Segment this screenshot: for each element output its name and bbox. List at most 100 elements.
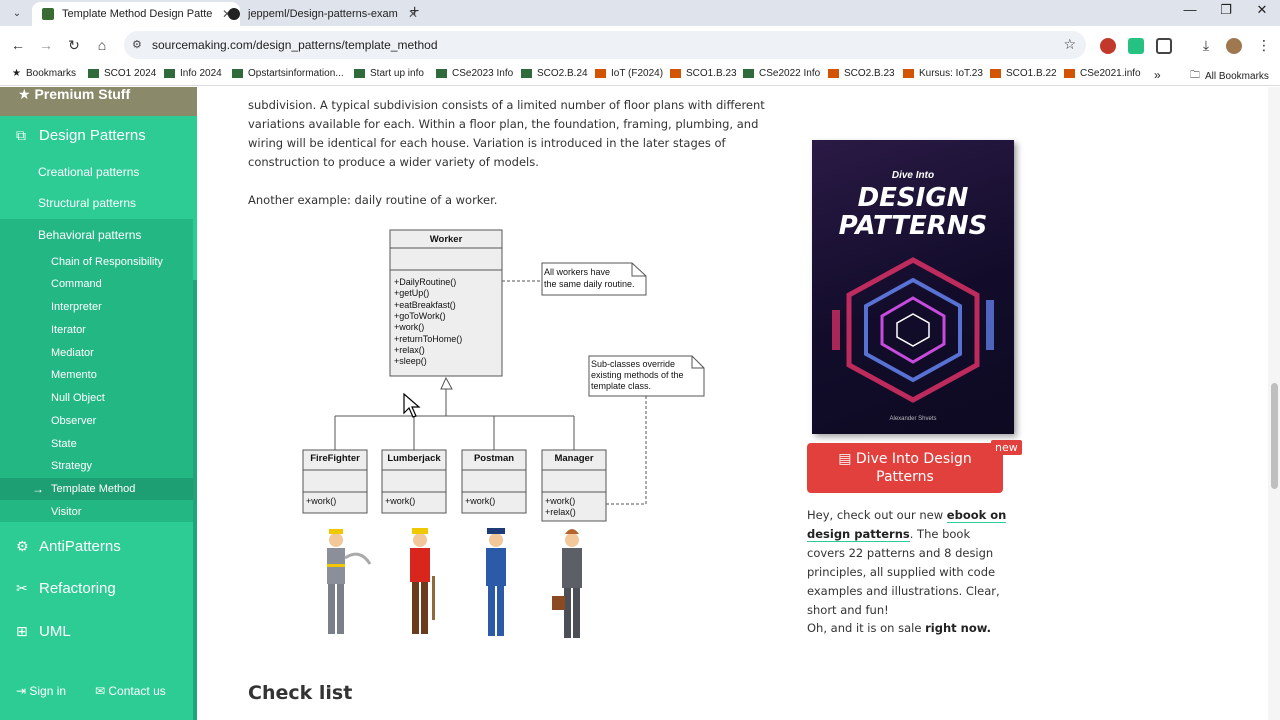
sidebar-item-template-method[interactable]: →Template Method	[0, 478, 193, 500]
sidebar-item-structural[interactable]: Structural patterns	[38, 196, 137, 210]
reload-icon[interactable]: ↻	[68, 37, 80, 53]
postman-illustration	[486, 528, 506, 636]
folder-flag-icon	[164, 69, 175, 78]
address-bar[interactable]: ⚙ sourcemaking.com/design_patterns/templ…	[124, 31, 1086, 59]
bookmark-label: SCO2.B.24	[537, 68, 588, 79]
site-info-icon[interactable]: ⚙	[132, 39, 142, 51]
bookmarks-bar: ★Bookmarks SCO1 2024 Info 2024 Opstartsi…	[0, 64, 1280, 86]
sidebar-item-observer[interactable]: Observer	[51, 415, 97, 427]
uml-note-text: All workers have	[544, 267, 610, 277]
moodle-icon	[903, 69, 914, 78]
forward-icon[interactable]: →	[39, 37, 53, 53]
ebook-link[interactable]: ebook on design patterns	[807, 508, 1007, 542]
mouse-cursor-icon	[403, 393, 421, 418]
sidebar-label: AntiPatterns	[39, 538, 121, 555]
bookmark-item[interactable]: Info 2024	[164, 68, 222, 79]
sidebar-item-command[interactable]: Command	[51, 278, 102, 290]
bookmark-item[interactable]: SCO2.B.23	[828, 68, 895, 79]
more-bookmarks-icon[interactable]: »	[1154, 68, 1161, 82]
tab-strip: ⌄ Template Method Design Patte ✕ jeppeml…	[0, 0, 1280, 26]
close-tab-icon[interactable]: ✕	[407, 7, 419, 21]
uml-class-name: Lumberjack	[387, 453, 441, 464]
new-tab-icon[interactable]: +	[410, 3, 420, 20]
contact-us-link[interactable]: ✉ Contact us	[95, 684, 166, 698]
sidebar-uml[interactable]: ⊞UML	[16, 623, 71, 640]
sidebar-item-null-object[interactable]: Null Object	[51, 392, 105, 404]
bookmark-item[interactable]: SCO1 2024	[88, 68, 156, 79]
bookmark-item[interactable]: Kursus: IoT.23	[903, 68, 983, 79]
bookmark-item[interactable]: IoT (F2024)	[595, 68, 663, 79]
uml-method: +eatBreakfast()	[394, 300, 456, 310]
bookmark-label: CSe2022 Info	[759, 68, 821, 79]
url-text[interactable]: sourcemaking.com/design_patterns/templat…	[152, 38, 438, 52]
sidebar-design-patterns[interactable]: ⧉Design Patterns	[16, 127, 146, 144]
sidebar-item-behavioral[interactable]: Behavioral patterns	[38, 228, 142, 242]
sign-in-link[interactable]: ⇥ Sign in	[16, 684, 66, 698]
sidebar-item-iterator[interactable]: Iterator	[51, 324, 86, 336]
bookmark-item[interactable]: Opstartsinformation...	[232, 68, 344, 79]
sidebar-refactoring[interactable]: ✂Refactoring	[16, 580, 116, 597]
all-bookmarks[interactable]: 🗀All Bookmarks	[1190, 68, 1269, 85]
bookmark-item[interactable]: SCO1.B.23	[670, 68, 737, 79]
sidebar-antipatterns[interactable]: ⚙AntiPatterns	[16, 538, 121, 555]
menu-kebab-icon[interactable]: ⋮	[1257, 37, 1271, 53]
uml-method: +work()	[545, 496, 575, 506]
uml-class-lumberjack: Lumberjack +work()	[381, 449, 447, 514]
maximize-icon[interactable]: ❐	[1220, 2, 1232, 17]
bookmark-item[interactable]: SCO2.B.24	[521, 68, 588, 79]
bookmark-item[interactable]: ★Bookmarks	[12, 68, 76, 79]
uml-note-daily-routine: All workers have the same daily routine.	[502, 262, 647, 296]
bookmark-item[interactable]: CSe2021.info	[1064, 68, 1141, 79]
bookmark-star-icon[interactable]: ☆	[1063, 36, 1076, 52]
github-favicon-icon	[228, 8, 240, 20]
sidebar-item-strategy[interactable]: Strategy	[51, 460, 92, 472]
sidebar-item-chain-of-responsibility[interactable]: Chain of Responsibility	[51, 256, 163, 268]
bookmark-label: CSe2023 Info	[452, 68, 514, 79]
book-hexagon-art	[832, 257, 994, 403]
extensions-puzzle-icon[interactable]	[1156, 38, 1172, 54]
profile-avatar[interactable]	[1226, 38, 1242, 54]
bookmark-item[interactable]: CSe2023 Info	[436, 68, 513, 79]
sidebar-label: Refactoring	[39, 580, 116, 597]
uml-method: +getUp()	[394, 288, 429, 298]
sidebar-item-mediator[interactable]: Mediator	[51, 347, 94, 359]
sidebar-item-memento[interactable]: Memento	[51, 369, 97, 381]
arrow-right-icon: →	[32, 482, 44, 496]
extension-shield-icon[interactable]	[1100, 38, 1116, 54]
uml-note-text: template class.	[591, 381, 651, 391]
premium-stuff-link[interactable]: ★ Premium Stuff	[0, 87, 197, 116]
cta-label: Patterns	[876, 469, 934, 485]
downloads-icon[interactable]: ⤓	[1202, 37, 1210, 53]
dive-into-design-patterns-button[interactable]: ▤ Dive Into Design Patterns	[807, 443, 1003, 493]
bookmark-label: SCO1.B.22	[1006, 68, 1057, 79]
sidebar-scrollbar[interactable]	[193, 280, 197, 720]
bookmark-item[interactable]: Start up info	[354, 68, 424, 79]
tab-github[interactable]: jeppeml/Design-patterns-exam ✕	[218, 2, 426, 26]
sidebar-item-creational[interactable]: Creational patterns	[38, 165, 140, 179]
bookmark-item[interactable]: CSe2022 Info	[743, 68, 820, 79]
moodle-icon	[595, 69, 606, 78]
bookmark-item[interactable]: SCO1.B.22	[990, 68, 1057, 79]
tab-search-icon[interactable]: ⌄	[12, 7, 22, 19]
extension-green-icon[interactable]	[1128, 38, 1144, 54]
bookmark-label: CSe2021.info	[1080, 68, 1141, 79]
sidebar-item-state[interactable]: State	[51, 438, 77, 450]
sidebar-item-visitor[interactable]: Visitor	[51, 506, 82, 518]
uml-class-manager: Manager +work() +relax()	[541, 449, 607, 522]
scrollbar-thumb[interactable]	[1271, 383, 1278, 489]
back-icon[interactable]: ←	[11, 37, 25, 53]
book-title-line: PATTERNS	[838, 211, 988, 241]
tab-template-method[interactable]: Template Method Design Patte ✕	[32, 2, 240, 26]
bookmark-label: Start up info	[370, 68, 424, 79]
bookmark-label: SCO2.B.23	[844, 68, 895, 79]
sidebar-item-interpreter[interactable]: Interpreter	[51, 301, 102, 313]
sale-text-part: Oh, and it is on sale	[807, 621, 926, 635]
close-tab-icon[interactable]: ✕	[221, 7, 233, 21]
close-window-icon[interactable]: ✕	[1256, 2, 1268, 17]
page-scrollbar[interactable]	[1268, 87, 1280, 720]
minimize-icon[interactable]: —	[1183, 2, 1197, 17]
home-icon[interactable]: ⌂	[97, 37, 107, 53]
sidebar-label: UML	[39, 623, 71, 640]
